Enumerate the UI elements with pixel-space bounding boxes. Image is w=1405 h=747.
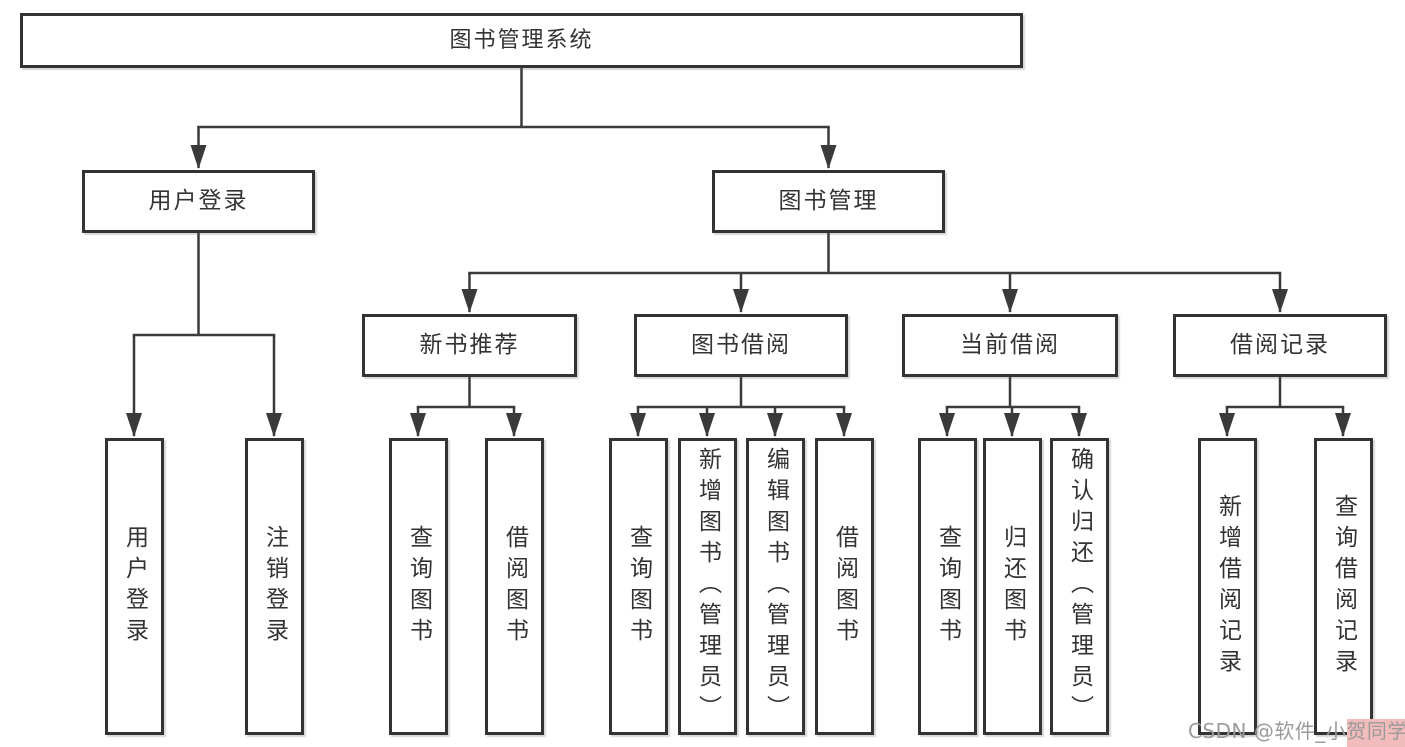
leaf-nb-borrow-books-label: 借阅图书 <box>501 524 528 649</box>
leaf-bb-borrow-books: 借阅图书 <box>814 438 874 735</box>
node-book-management: 图书管理 <box>712 170 945 233</box>
leaf-br-query-record: 查询借阅记录 <box>1313 438 1373 735</box>
node-current-borrow: 当前借阅 <box>902 314 1118 377</box>
leaf-user-login: 用户登录 <box>104 438 164 735</box>
leaf-bb-edit-books-admin: 编辑图书（管理员） <box>745 438 805 735</box>
node-book-borrow: 图书借阅 <box>634 314 848 377</box>
leaf-br-add-record-label: 新增借阅记录 <box>1214 493 1241 680</box>
node-current-borrow-label: 当前借阅 <box>960 332 1060 358</box>
node-user-login: 用户登录 <box>82 170 315 233</box>
leaf-bb-query-books: 查询图书 <box>608 438 668 735</box>
node-book-borrow-label: 图书借阅 <box>691 332 791 358</box>
leaf-nb-query-books: 查询图书 <box>388 438 448 735</box>
node-new-book-recommend: 新书推荐 <box>362 314 577 377</box>
leaf-bb-edit-books-admin-label: 编辑图书（管理员） <box>762 447 789 726</box>
leaf-user-login-label: 用户登录 <box>121 524 148 649</box>
leaf-logout-login-label: 注销登录 <box>261 524 288 649</box>
node-root: 图书管理系统 <box>20 13 1023 68</box>
leaf-cb-return-books-label: 归还图书 <box>999 524 1026 649</box>
leaf-bb-add-books-admin-label: 新增图书（管理员） <box>694 447 721 726</box>
leaf-nb-borrow-books: 借阅图书 <box>484 438 544 735</box>
node-borrow-records: 借阅记录 <box>1173 314 1387 377</box>
leaf-cb-query-books-label: 查询图书 <box>934 524 961 649</box>
leaf-bb-add-books-admin: 新增图书（管理员） <box>677 438 737 735</box>
leaf-br-query-record-label: 查询借阅记录 <box>1330 493 1357 680</box>
node-root-label: 图书管理系统 <box>449 27 594 53</box>
leaf-br-add-record: 新增借阅记录 <box>1197 438 1257 735</box>
leaf-bb-query-books-label: 查询图书 <box>625 524 652 649</box>
watermark-text: CSDN @软件_小贺同学 <box>1188 719 1405 743</box>
node-borrow-records-label: 借阅记录 <box>1230 332 1330 358</box>
leaf-cb-confirm-return-admin: 确认归还（管理员） <box>1049 438 1109 735</box>
leaf-cb-return-books: 归还图书 <box>982 438 1042 735</box>
node-book-management-label: 图书管理 <box>778 188 879 214</box>
leaf-nb-query-books-label: 查询图书 <box>405 524 432 649</box>
node-user-login-label: 用户登录 <box>148 188 249 214</box>
watermark-highlight <box>1347 719 1405 747</box>
leaf-cb-query-books: 查询图书 <box>917 438 977 735</box>
node-new-book-recommend-label: 新书推荐 <box>419 332 520 358</box>
leaf-bb-borrow-books-label: 借阅图书 <box>831 524 858 649</box>
leaf-cb-confirm-return-admin-label: 确认归还（管理员） <box>1066 447 1093 726</box>
leaf-logout-login: 注销登录 <box>244 438 304 735</box>
